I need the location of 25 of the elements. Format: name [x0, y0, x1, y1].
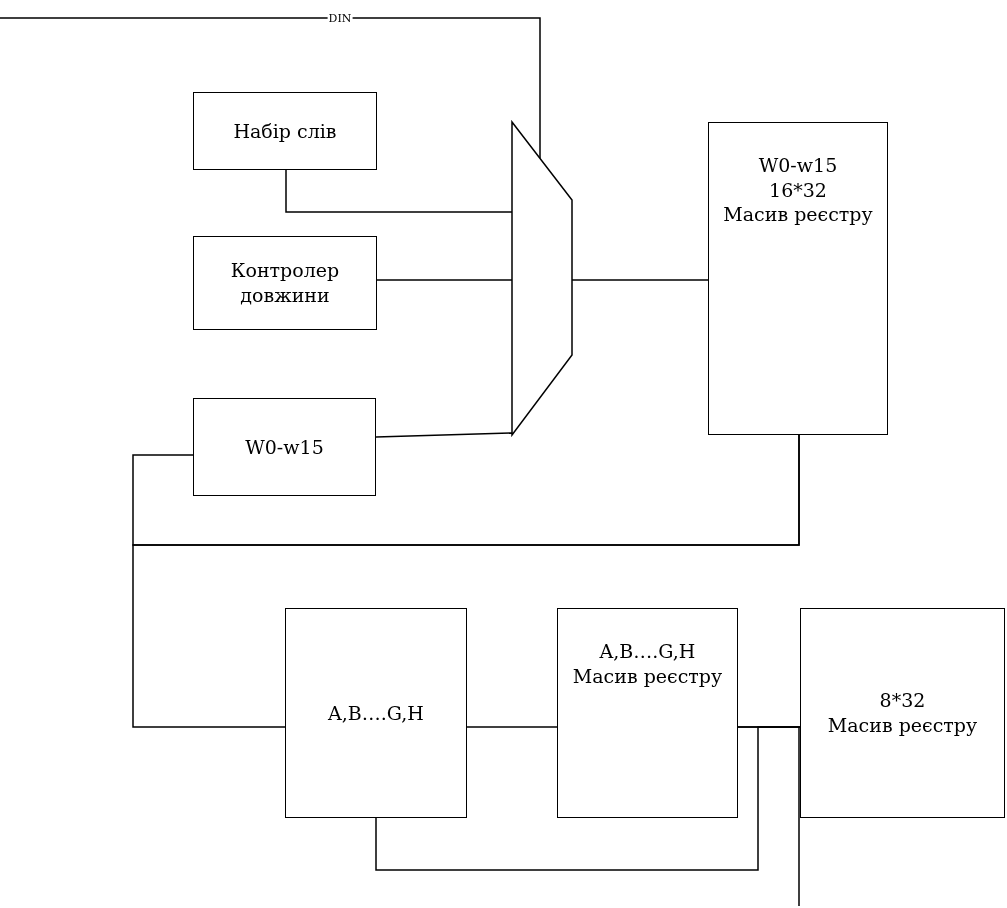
edge-label: DIN	[327, 12, 353, 24]
box-label: Контролер довжини	[229, 258, 341, 308]
connector-line	[132, 434, 800, 728]
box-label: W0-w15	[758, 153, 838, 178]
connector-line	[737, 726, 800, 907]
process-box	[193, 236, 377, 330]
box-label: Масив реєстру	[723, 202, 873, 228]
process-box	[557, 608, 738, 818]
box-label: 8*32	[879, 688, 926, 713]
box-label: A,B….G,H	[328, 700, 424, 726]
box-label: 16*32	[769, 177, 827, 203]
box-label: Масив реєстру	[827, 713, 978, 738]
process-box	[285, 608, 467, 818]
process-box	[708, 122, 888, 435]
process-box	[800, 608, 1005, 818]
process-box	[193, 398, 376, 496]
box-label: W0-w15	[245, 434, 324, 460]
connector-line	[376, 279, 513, 281]
box-label: A,B….G,H	[599, 639, 696, 664]
box-label: Набір слів	[233, 118, 337, 144]
connector-line	[375, 432, 513, 438]
process-box	[193, 92, 377, 170]
connector-line	[466, 726, 558, 728]
connector-line	[285, 169, 513, 213]
box-label: Масив реєстру	[572, 663, 723, 689]
